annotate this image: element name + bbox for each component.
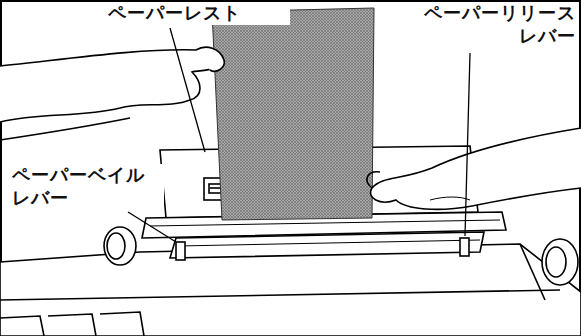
part-label: ペーパーレスト <box>106 2 290 25</box>
leader-lines <box>128 28 470 242</box>
hands <box>0 47 581 209</box>
part-label: ペーパーリリース レバー <box>394 2 578 47</box>
part-label: ペーパーベイル レバー <box>10 164 164 209</box>
paper-sheet <box>212 8 374 220</box>
